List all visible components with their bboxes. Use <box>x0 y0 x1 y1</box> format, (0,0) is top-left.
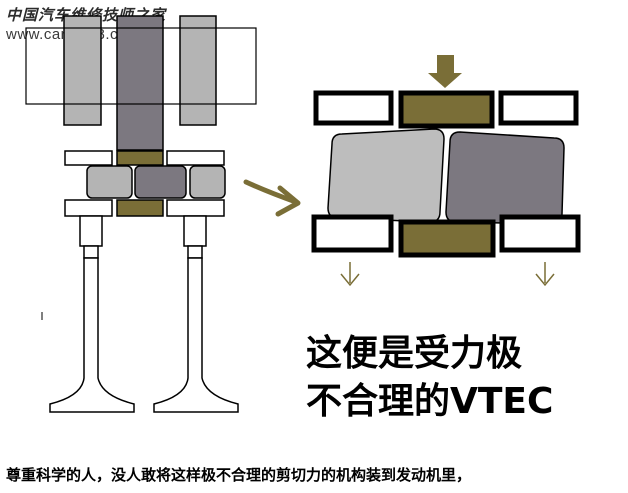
small-down-arrows-icon <box>340 262 555 287</box>
rocker-top-right <box>166 150 225 166</box>
zoom-pistons <box>327 128 565 225</box>
rocker-bottom-right <box>166 199 225 217</box>
headline-line-1: 这便是受力极 <box>306 333 523 374</box>
rocker-top-center <box>116 150 164 166</box>
rocker-assembly <box>64 150 226 217</box>
zoom-top-right <box>498 90 579 126</box>
cam-lobe-left <box>63 15 102 126</box>
rocker-bottom-left <box>64 199 113 217</box>
rocker-mid-left <box>86 165 133 199</box>
rocker-mid-center <box>134 165 187 199</box>
rocker-mid-right <box>189 165 226 199</box>
rocker-bottom-center <box>116 199 164 217</box>
cam-lobe-right <box>179 15 217 126</box>
zoom-top-center <box>398 90 495 129</box>
zoom-bottom-right <box>499 214 581 253</box>
zoom-bottom-center <box>398 219 496 258</box>
caption-text: 尊重科学的人，没人敢将这样极不合理的剪切力的机构装到发动机里， <box>6 466 472 484</box>
headline-line-2: 不合理的VTEC <box>306 381 554 422</box>
zoom-top-row <box>313 90 579 129</box>
rocker-top-left <box>64 150 113 166</box>
zoom-piston-left <box>327 128 445 223</box>
force-arrow-down-icon <box>428 55 462 88</box>
zoom-piston-right <box>445 131 565 225</box>
arrow-right-icon <box>243 179 301 217</box>
camshaft-outline <box>25 27 257 105</box>
zoom-bottom-left <box>311 214 394 253</box>
camshaft-area <box>25 15 257 151</box>
valve-left <box>49 215 135 413</box>
zoom-bottom-row <box>311 214 581 258</box>
valve-right <box>153 215 239 413</box>
cam-lobe-center <box>116 15 164 151</box>
zoom-top-left <box>313 90 394 126</box>
